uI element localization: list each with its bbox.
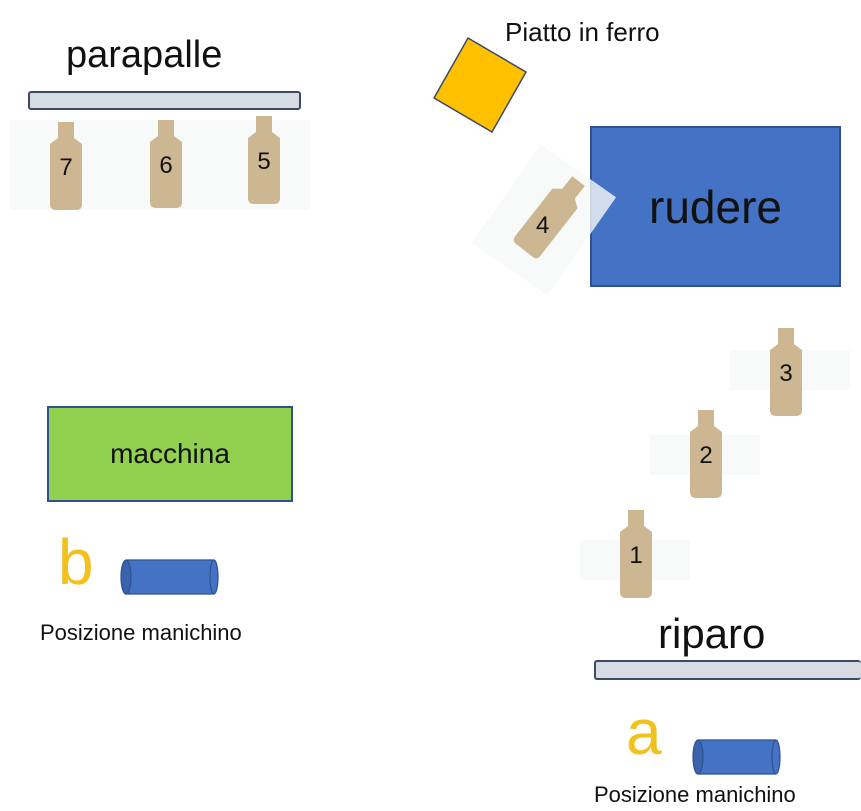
target-4-shape <box>513 176 585 259</box>
target-6-number: 6 <box>159 152 173 179</box>
target-3-number: 3 <box>779 360 793 387</box>
posizione-manichino-b: Posizione manichino <box>40 620 242 645</box>
target-2-shape <box>690 410 722 498</box>
target-2-number: 2 <box>699 442 713 469</box>
target-4 <box>501 161 604 269</box>
parapalle-bar <box>28 91 301 110</box>
target-5: 5 <box>234 114 294 204</box>
parapalle-label: parapalle <box>66 34 223 76</box>
riparo-label: riparo <box>658 610 766 657</box>
manichino-a-cylinder <box>692 739 781 775</box>
piatto-label: Piatto in ferro <box>505 17 660 47</box>
target-3: 3 <box>756 326 816 416</box>
target-1-number: 1 <box>629 542 643 569</box>
target-5-number: 5 <box>257 148 271 175</box>
letter-a: a <box>626 696 662 768</box>
posizione-manichino-a: Posizione manichino <box>594 782 796 807</box>
rudere-block: rudere <box>590 126 841 287</box>
target-7-shape <box>50 122 82 210</box>
target-1-shape <box>620 510 652 598</box>
target-5-shape <box>248 116 280 204</box>
riparo-bar <box>594 660 861 680</box>
macchina-block: macchina <box>47 406 293 502</box>
target-2: 2 <box>676 408 736 498</box>
target-7-number: 7 <box>59 154 73 181</box>
target-6: 6 <box>136 118 196 208</box>
target-1: 1 <box>606 508 666 598</box>
target-7: 7 <box>36 120 96 210</box>
target-3-shape <box>770 328 802 416</box>
target-6-shape <box>150 120 182 208</box>
letter-b: b <box>58 526 94 598</box>
manichino-b-cylinder <box>120 559 219 595</box>
piatto-in-ferro <box>432 36 528 134</box>
target-4-number: 4 <box>536 212 550 239</box>
